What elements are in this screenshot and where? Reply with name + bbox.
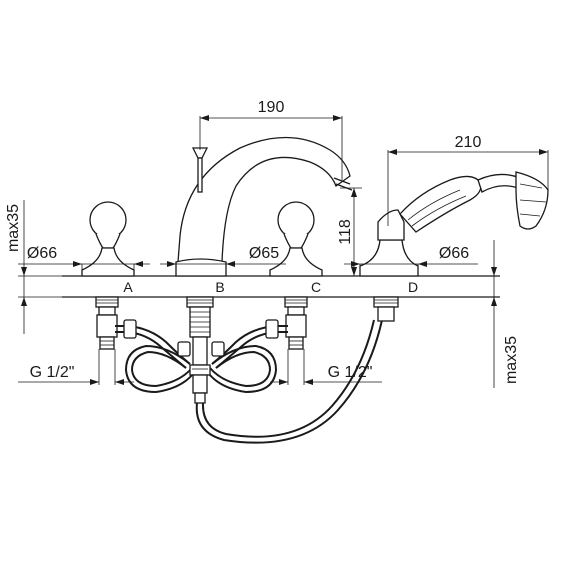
dimension-lines <box>18 115 549 388</box>
dim-dia-center: Ø65 <box>249 245 279 262</box>
dim-thread-right: G 1/2" <box>328 364 373 381</box>
label-connection-d: D <box>408 279 418 295</box>
label-connection-b: B <box>215 279 224 295</box>
dim-shower-reach: 210 <box>455 134 482 151</box>
dim-dia-left: Ø66 <box>27 245 57 262</box>
right-handle <box>269 201 323 385</box>
tee-connector <box>189 336 211 404</box>
supply-hoses <box>115 319 288 394</box>
shower-hose <box>195 319 383 444</box>
dim-deck-max-left: max35 <box>5 204 22 252</box>
label-connection-a: A <box>123 279 133 295</box>
deck <box>18 275 500 298</box>
hand-shower <box>359 171 549 322</box>
spout <box>175 136 353 338</box>
dim-spout-height: 118 <box>337 219 354 245</box>
dim-spout-reach: 190 <box>258 99 285 116</box>
label-connection-c: C <box>311 279 321 295</box>
dim-deck-max-right: max35 <box>503 336 520 384</box>
dim-thread-left: G 1/2" <box>30 364 75 381</box>
dim-dia-right: Ø66 <box>439 245 469 262</box>
